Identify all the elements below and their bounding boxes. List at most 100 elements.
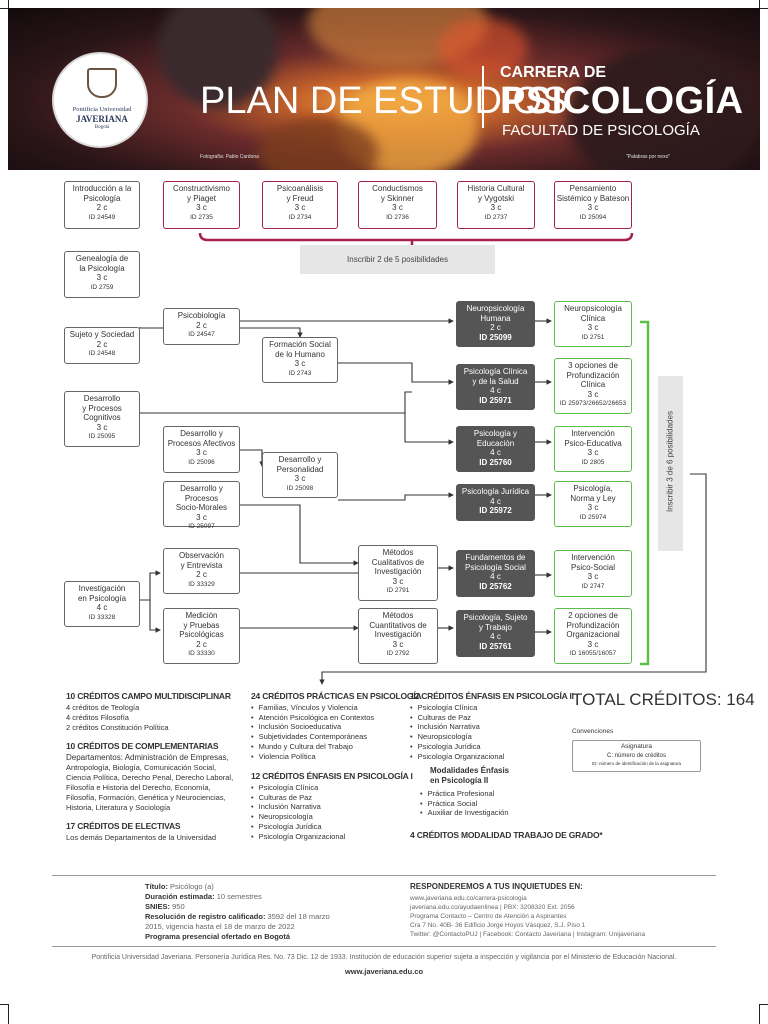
course-id: ID 2792: [386, 650, 410, 657]
photo-shape: [258, 118, 378, 170]
course-name: Sujeto y Sociedad: [69, 330, 135, 339]
course-id: ID 25099: [479, 332, 512, 342]
resolucion-line2: 2015, vigencia hasta el 18 de marzo de 2…: [145, 922, 295, 931]
course-name: Profundización: [566, 370, 620, 380]
course-credits: 3 c: [392, 203, 403, 212]
resolucion-line: Resolución de registro calificado: 3592 …: [145, 912, 330, 921]
snies-value: 950: [172, 902, 185, 911]
list-item: Psicología Organizacional: [251, 832, 346, 842]
course-id: ID 2743: [288, 369, 312, 377]
course-name: Formación Social: [269, 340, 331, 349]
crest-icon: [87, 68, 117, 98]
course-credits: 3 c: [587, 203, 599, 212]
course-name: Socio-Morales: [175, 503, 228, 512]
course-medicion-pruebas: Medición y Pruebas Psicológicas 2 c ID 3…: [163, 608, 240, 664]
course-psicobiologia: Psicobiología 2 c ID 24547: [163, 308, 240, 345]
course-id: ID 2735: [190, 213, 213, 221]
course-neuropsicologia-clinica: Neuropsicología Clínica 3 c ID 2751: [554, 301, 632, 347]
course-name: Psicología, Sujeto: [463, 613, 528, 622]
complementarias-line: Departamentos: Administración de Empresa…: [66, 753, 229, 762]
multidisciplinar-item: 4 créditos Filosofía: [66, 713, 129, 722]
course-name: Psicología Social: [465, 562, 526, 572]
course-id: ID 2805: [581, 458, 605, 466]
course-pensamiento-sistemico: Pensamiento Sistémico y Bateson 3 c ID 2…: [554, 181, 632, 229]
course-id: ID 25096: [188, 458, 215, 466]
course-id: ID 24548: [88, 350, 116, 357]
course-credits: 3 c: [96, 422, 108, 432]
course-id: ID 33329: [188, 580, 215, 588]
list-item: Subjetividades Contemporáneas: [251, 732, 374, 742]
course-name: Desarrollo y: [180, 429, 223, 438]
course-name: y de la Salud: [472, 376, 519, 386]
course-name: Psicológicas: [179, 630, 224, 639]
course-credits: 3 c: [392, 576, 404, 586]
course-id: ID 25098: [286, 484, 314, 492]
photo-caption: "Palabras por nexo": [626, 154, 671, 160]
course-name: y Trabajo: [479, 622, 512, 632]
course-observacion-entrevista: Observación y Entrevista 2 c ID 33329: [163, 548, 240, 594]
course-name: Cualitativos de: [371, 557, 425, 567]
course-name: Desarrollo: [83, 394, 121, 403]
responderemos-title: RESPONDEREMOS A TUS INQUIETUDES EN:: [410, 882, 583, 891]
course-name: Métodos: [382, 611, 414, 620]
duracion-line: Duración estimada: 10 semestres: [145, 892, 262, 901]
modalidades-list: Práctica Profesional Práctica Social Aux…: [420, 789, 509, 818]
course-desarrollo-personalidad: Desarrollo y Personalidad 3 c ID 25098: [262, 452, 338, 498]
course-id: ID 2734: [288, 213, 312, 221]
logo-line2: JAVERIANA: [76, 114, 128, 124]
titulo-label: Título:: [145, 882, 168, 891]
list-item: Inclusión Narrativa: [410, 722, 504, 732]
electivas-title: 17 CRÉDITOS DE ELECTIVAS: [66, 821, 181, 831]
course-id: ID 25973/26652/26653: [559, 400, 627, 407]
contact-line: Twitter: @ContactoPUJ | Facebook: Contac…: [410, 931, 646, 938]
course-credits: 3 c: [392, 639, 404, 649]
course-credits: 4 c: [490, 386, 501, 395]
logo-line3: Bogotá: [94, 125, 110, 130]
list-item: Auxiliar de Investigación: [420, 808, 509, 818]
crop-mark: [8, 1004, 9, 1024]
course-credits: 4 c: [490, 448, 501, 457]
titulo-line: Título: Psicólogo (a): [145, 882, 214, 891]
photo-shape: [568, 48, 758, 170]
legal-text: Pontificia Universidad Javeriana. Person…: [91, 954, 677, 961]
inscribir-2-de-5: Inscribir 2 de 5 posibilidades: [300, 245, 495, 274]
course-name: Investigación: [374, 567, 422, 576]
complementarias-title: 10 CRÉDITOS DE COMPLEMENTARIAS: [66, 741, 219, 751]
course-id: ID 25097: [188, 523, 215, 530]
course-id: ID 2751: [581, 333, 605, 341]
list-item: Culturas de Paz: [251, 793, 345, 803]
modalidades-title: en Psicología II: [430, 776, 489, 785]
course-name: Desarrollo y: [278, 455, 322, 464]
course-constructivismo: Constructivismo y Piaget 3 c ID 2735: [163, 181, 240, 229]
course-credits: 4 c: [96, 603, 108, 612]
conv-id: ID: número de identificación de la asign…: [591, 761, 682, 766]
course-psicologia-clinica-salud: Psicología Clínica y de la Salud 4 c ID …: [456, 364, 535, 410]
complementarias-line: Ciencia Política, Derecho Penal, Derecho…: [66, 773, 234, 782]
list-item: Neuropsicología: [251, 812, 345, 822]
complementarias-line: Filosofía, Formación, Genética y Neuroci…: [66, 793, 226, 802]
course-name: Psico-Educativa: [564, 438, 622, 448]
course-name: y Procesos: [82, 403, 122, 413]
course-name: Introducción a la: [72, 184, 132, 193]
course-credits: 3 c: [490, 203, 502, 212]
course-id: ID 2791: [386, 587, 410, 594]
contact-link[interactable]: www.javeriana.edu.co/carrera-psicologia: [410, 895, 527, 902]
course-neuropsicologia-humana: Neuropsicología Humana 2 c ID 25099: [456, 301, 535, 347]
practicas-list: Familias, Vínculos y Violencia Atención …: [251, 703, 375, 761]
course-name: 3 opciones de: [568, 361, 618, 370]
course-name: Humana: [480, 313, 511, 323]
website-link[interactable]: www.javeriana.edu.co: [344, 967, 424, 976]
complementarias-line: Antropología, Biología, Comunicación Soc…: [66, 763, 217, 772]
complementarias-line: Historia, Literatura y Sociología: [66, 803, 171, 812]
list-item: Psicología Jurídica: [410, 742, 504, 752]
course-credits: 3 c: [587, 639, 599, 649]
snies-line: SNIES: 950: [145, 902, 185, 911]
course-fundamentos-social: Fundamentos de Psicología Social 4 c ID …: [456, 550, 535, 597]
course-name: Medición: [185, 611, 218, 620]
course-id: ID 33328: [88, 613, 116, 621]
course-id: ID 25094: [579, 213, 607, 221]
course-credits: 3 c: [587, 389, 599, 399]
course-name: y Piaget: [187, 193, 216, 203]
list-item: Inclusión Socioeducativa: [251, 722, 374, 732]
course-name: Desarrollo y Procesos: [180, 484, 223, 503]
